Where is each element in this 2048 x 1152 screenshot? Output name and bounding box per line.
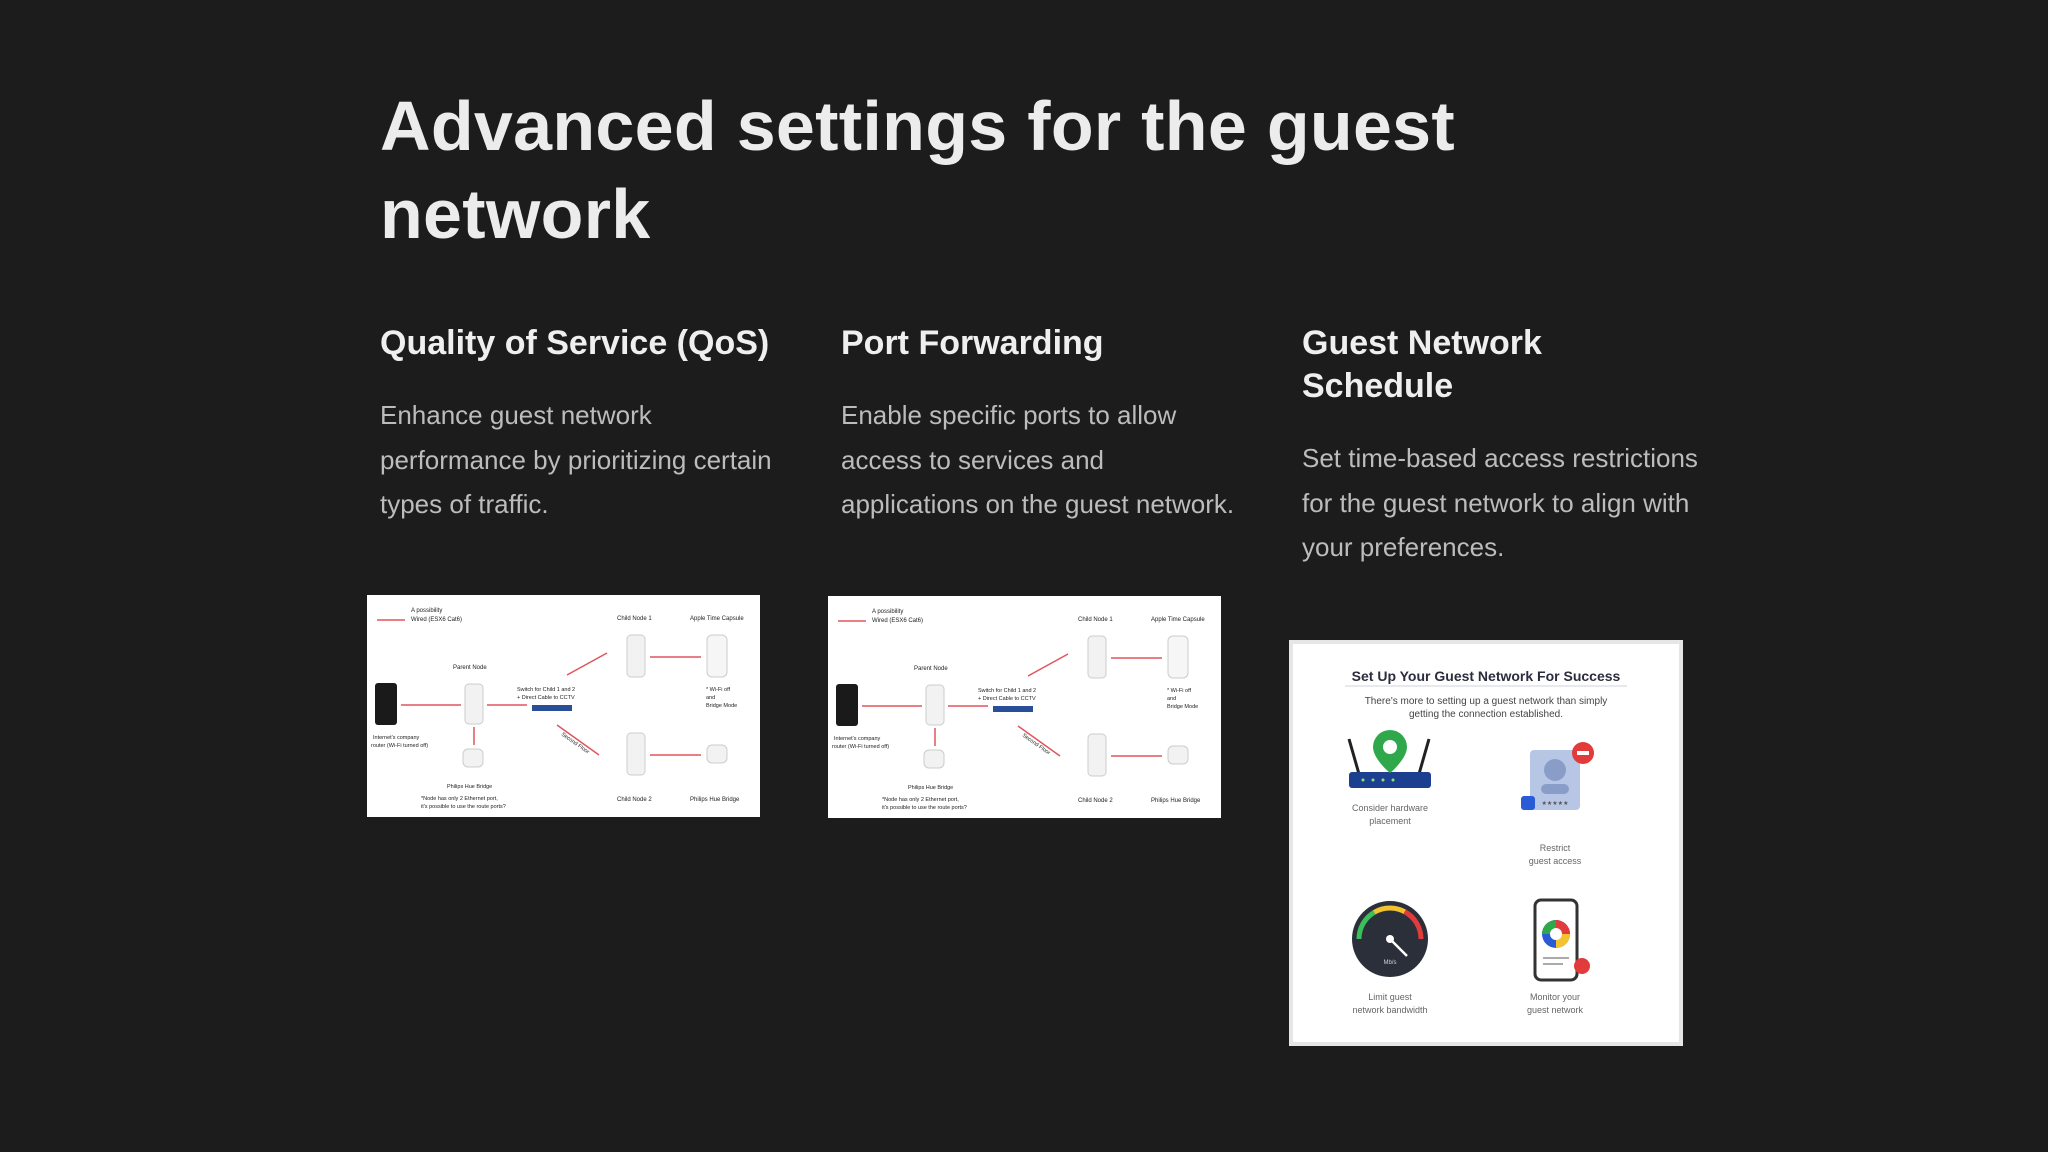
svg-text:Limit guest: Limit guest (1368, 992, 1412, 1002)
svg-text:and: and (1167, 696, 1176, 702)
time-capsule-icon (1167, 635, 1189, 679)
svg-text:Bridge Mode: Bridge Mode (1167, 704, 1198, 710)
lock-icon (1521, 796, 1535, 810)
svg-text:and: and (706, 695, 715, 701)
network-diagram-2: A possibility Wired (ESX6 Cat6) Child No… (832, 609, 1205, 811)
alert-dot-icon (1574, 958, 1590, 974)
svg-text:Apple Time Capsule: Apple Time Capsule (690, 616, 744, 622)
svg-text:A possibility: A possibility (872, 609, 903, 615)
hue-bridge-right-icon (1167, 745, 1189, 765)
svg-text:Philips Hue Bridge: Philips Hue Bridge (1151, 798, 1201, 804)
svg-text:Child Node 1: Child Node 1 (617, 616, 652, 622)
router-icon (1347, 730, 1431, 788)
child-node-1-icon (1087, 635, 1107, 679)
svg-text:guest network: guest network (1527, 1005, 1584, 1015)
child-node-1-icon (626, 634, 646, 678)
svg-text:* Wi-Fi off: * Wi-Fi off (1167, 688, 1192, 694)
svg-text:Second Floor: Second Floor (560, 732, 590, 756)
svg-text:Parent Node: Parent Node (914, 666, 948, 672)
svg-text:it's possible to use the route: it's possible to use the route ports? (882, 805, 967, 811)
svg-text:getting the connection establi: getting the connection established. (1409, 709, 1563, 720)
svg-text:Mb/s: Mb/s (1383, 960, 1396, 966)
svg-text:placement: placement (1369, 816, 1411, 826)
svg-text:Apple Time Capsule: Apple Time Capsule (1151, 617, 1205, 623)
network-diagram-1: A possibility Wired (ESX6 Cat6) Child No… (371, 608, 744, 810)
svg-text:A possibility: A possibility (411, 608, 442, 614)
port-forwarding-heading: Port Forwarding (841, 324, 1104, 362)
hue-bridge-icon (462, 748, 484, 768)
parent-node-icon (464, 683, 484, 725)
network-diagram-image-2: A possibility Wired (ESX6 Cat6) Child No… (828, 596, 1221, 818)
guest-schedule-heading: Guest Network Schedule (1302, 324, 1542, 405)
svg-text:Switch for Child 1 and 2: Switch for Child 1 and 2 (517, 687, 575, 693)
svg-text:Philips Hue Bridge: Philips Hue Bridge (908, 785, 953, 791)
port-forwarding-description: Enable specific ports to allow access to… (841, 400, 1235, 519)
svg-text:router (Wi-Fi turned off): router (Wi-Fi turned off) (371, 743, 428, 749)
network-diagram-image-1: A possibility Wired (ESX6 Cat6) Child No… (367, 595, 760, 817)
switch-icon (993, 706, 1033, 712)
svg-text:*Node has only 2 Ethernet port: *Node has only 2 Ethernet port, (421, 796, 498, 802)
svg-text:Child Node 2: Child Node 2 (617, 797, 652, 803)
svg-text:Wired (ESX6 Cat6): Wired (ESX6 Cat6) (872, 618, 923, 624)
guest-schedule-description: Set time-based access restrictions for t… (1302, 443, 1698, 562)
svg-text:Monitor your: Monitor your (1530, 992, 1580, 1002)
svg-text:Second Floor: Second Floor (1021, 733, 1051, 757)
child-node-2-icon (1087, 733, 1107, 777)
svg-text:Restrict: Restrict (1540, 843, 1571, 853)
modem-icon (375, 683, 397, 725)
speedometer-icon: Mb/s (1352, 901, 1428, 977)
child-node-2-icon (626, 732, 646, 776)
parent-node-icon (925, 684, 945, 726)
svg-text:Philips Hue Bridge: Philips Hue Bridge (690, 797, 740, 803)
svg-text:Set Up Your Guest Network For: Set Up Your Guest Network For Success (1352, 668, 1621, 684)
svg-text:*Node has only 2 Ethernet port: *Node has only 2 Ethernet port, (882, 797, 959, 803)
svg-text:Wired (ESX6 Cat6): Wired (ESX6 Cat6) (411, 617, 462, 623)
restrict-access-icon: ★★★★★ (1521, 742, 1594, 810)
svg-text:★★★★★: ★★★★★ (1542, 800, 1569, 807)
column-port-forwarding: Port Forwarding Enable specific ports to… (841, 322, 1241, 527)
svg-text:Philips Hue Bridge: Philips Hue Bridge (447, 784, 492, 790)
svg-text:Child Node 1: Child Node 1 (1078, 617, 1113, 623)
infographic-svg: Set Up Your Guest Network For Success Th… (1345, 668, 1627, 1015)
qos-description: Enhance guest network performance by pri… (380, 400, 772, 519)
qos-heading: Quality of Service (QoS) (380, 324, 770, 362)
guest-network-infographic: Set Up Your Guest Network For Success Th… (1289, 640, 1683, 1046)
column-guest-schedule: Guest Network Schedule Set time-based ac… (1302, 322, 1702, 570)
svg-text:+ Direct Cable to CCTV: + Direct Cable to CCTV (978, 696, 1036, 702)
svg-text:Parent Node: Parent Node (453, 665, 487, 671)
time-capsule-icon (706, 634, 728, 678)
hue-bridge-icon (923, 749, 945, 769)
svg-text:router (Wi-Fi turned off): router (Wi-Fi turned off) (832, 744, 889, 750)
svg-text:+ Direct Cable to CCTV: + Direct Cable to CCTV (517, 695, 575, 701)
svg-text:it's possible to use the route: it's possible to use the route ports? (421, 804, 506, 810)
svg-text:Internet's company: Internet's company (373, 735, 420, 741)
svg-text:Bridge Mode: Bridge Mode (706, 703, 737, 709)
svg-text:network bandwidth: network bandwidth (1352, 1005, 1427, 1015)
column-qos: Quality of Service (QoS) Enhance guest n… (380, 322, 780, 527)
modem-icon (836, 684, 858, 726)
svg-text:Internet's company: Internet's company (834, 736, 881, 742)
svg-text:* Wi-Fi off: * Wi-Fi off (706, 687, 731, 693)
svg-text:Consider hardware: Consider hardware (1352, 803, 1428, 813)
hue-bridge-right-icon (706, 744, 728, 764)
monitor-phone-icon (1533, 898, 1590, 982)
slide-title: Advanced settings for the guest network (380, 87, 1456, 253)
svg-text:guest access: guest access (1529, 856, 1582, 866)
svg-text:Child Node 2: Child Node 2 (1078, 798, 1113, 804)
svg-text:Switch for Child 1 and 2: Switch for Child 1 and 2 (978, 688, 1036, 694)
svg-text:There's more to setting up a g: There's more to setting up a guest netwo… (1365, 696, 1608, 707)
switch-icon (532, 705, 572, 711)
